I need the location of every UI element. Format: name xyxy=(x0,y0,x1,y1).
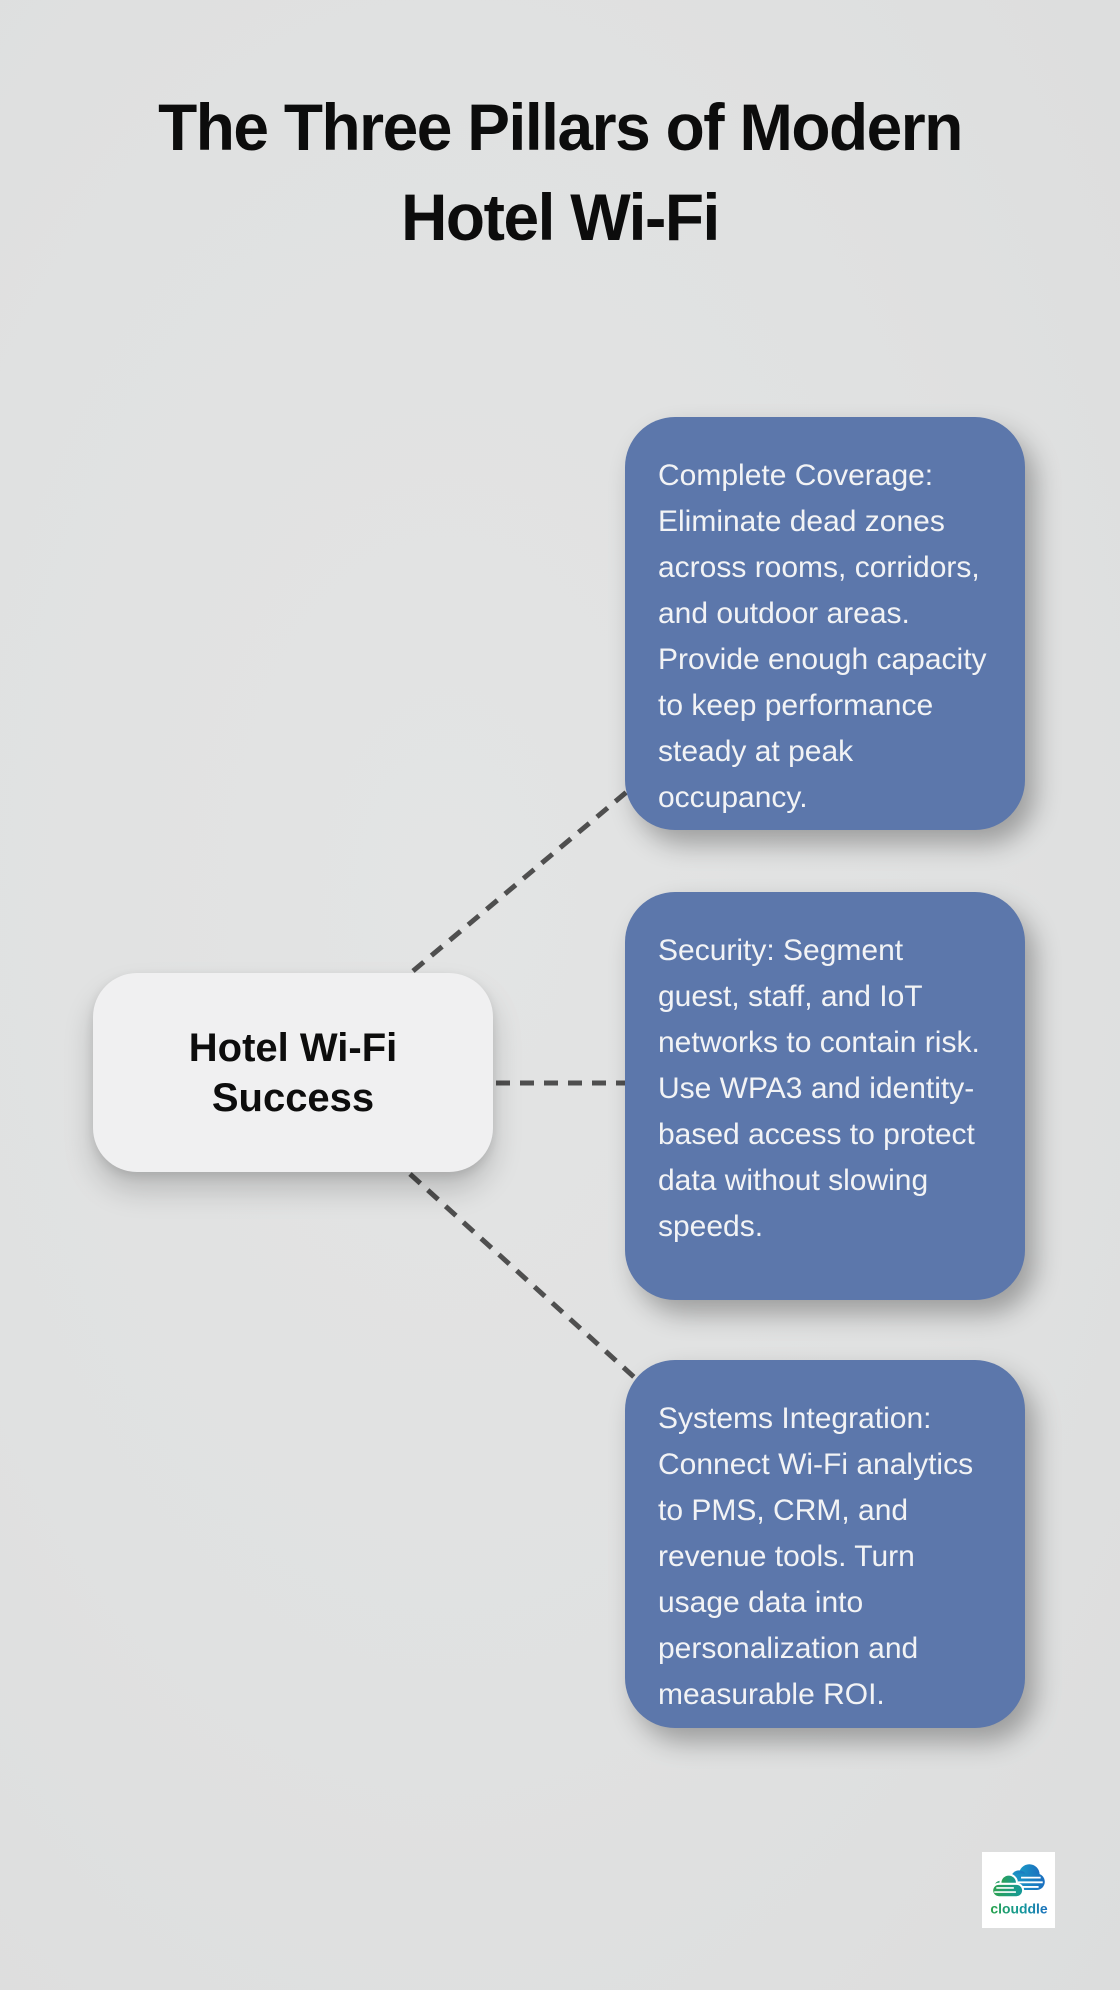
pillar-card-systems-integration: Systems Integration: Connect Wi-Fi analy… xyxy=(625,1360,1025,1728)
page-title: The Three Pillars of Modern Hotel Wi-Fi xyxy=(0,82,1120,262)
clouddle-logo: clouddle xyxy=(982,1852,1055,1928)
cloud-logo-icon: clouddle xyxy=(990,1864,1047,1917)
pillar-text-complete-coverage: Complete Coverage: Eliminate dead zones … xyxy=(658,459,987,814)
blue-cloud-stripes xyxy=(1017,1876,1043,1888)
pillar-text-security: Security: Segment guest, staff, and IoT … xyxy=(658,934,980,1243)
connector-line-bottom xyxy=(408,1172,636,1379)
connector-line-top xyxy=(411,788,631,973)
green-cloud-shape xyxy=(990,1873,1024,1899)
logo-wordmark: clouddle xyxy=(990,1901,1047,1917)
pillar-card-security: Security: Segment guest, staff, and IoT … xyxy=(625,892,1025,1300)
pillar-card-complete-coverage: Complete Coverage: Eliminate dead zones … xyxy=(625,417,1025,830)
page-title-line-2: Hotel Wi-Fi xyxy=(401,180,720,254)
green-cloud-stripes xyxy=(993,1887,1016,1893)
center-node-label: Hotel Wi-Fi Success xyxy=(188,1025,398,1120)
center-node-hotel-wifi-success: Hotel Wi-Fi Success xyxy=(93,973,493,1172)
page-title-line-1: The Three Pillars of Modern xyxy=(158,90,963,164)
pillar-text-systems-integration: Systems Integration: Connect Wi-Fi analy… xyxy=(658,1402,974,1711)
